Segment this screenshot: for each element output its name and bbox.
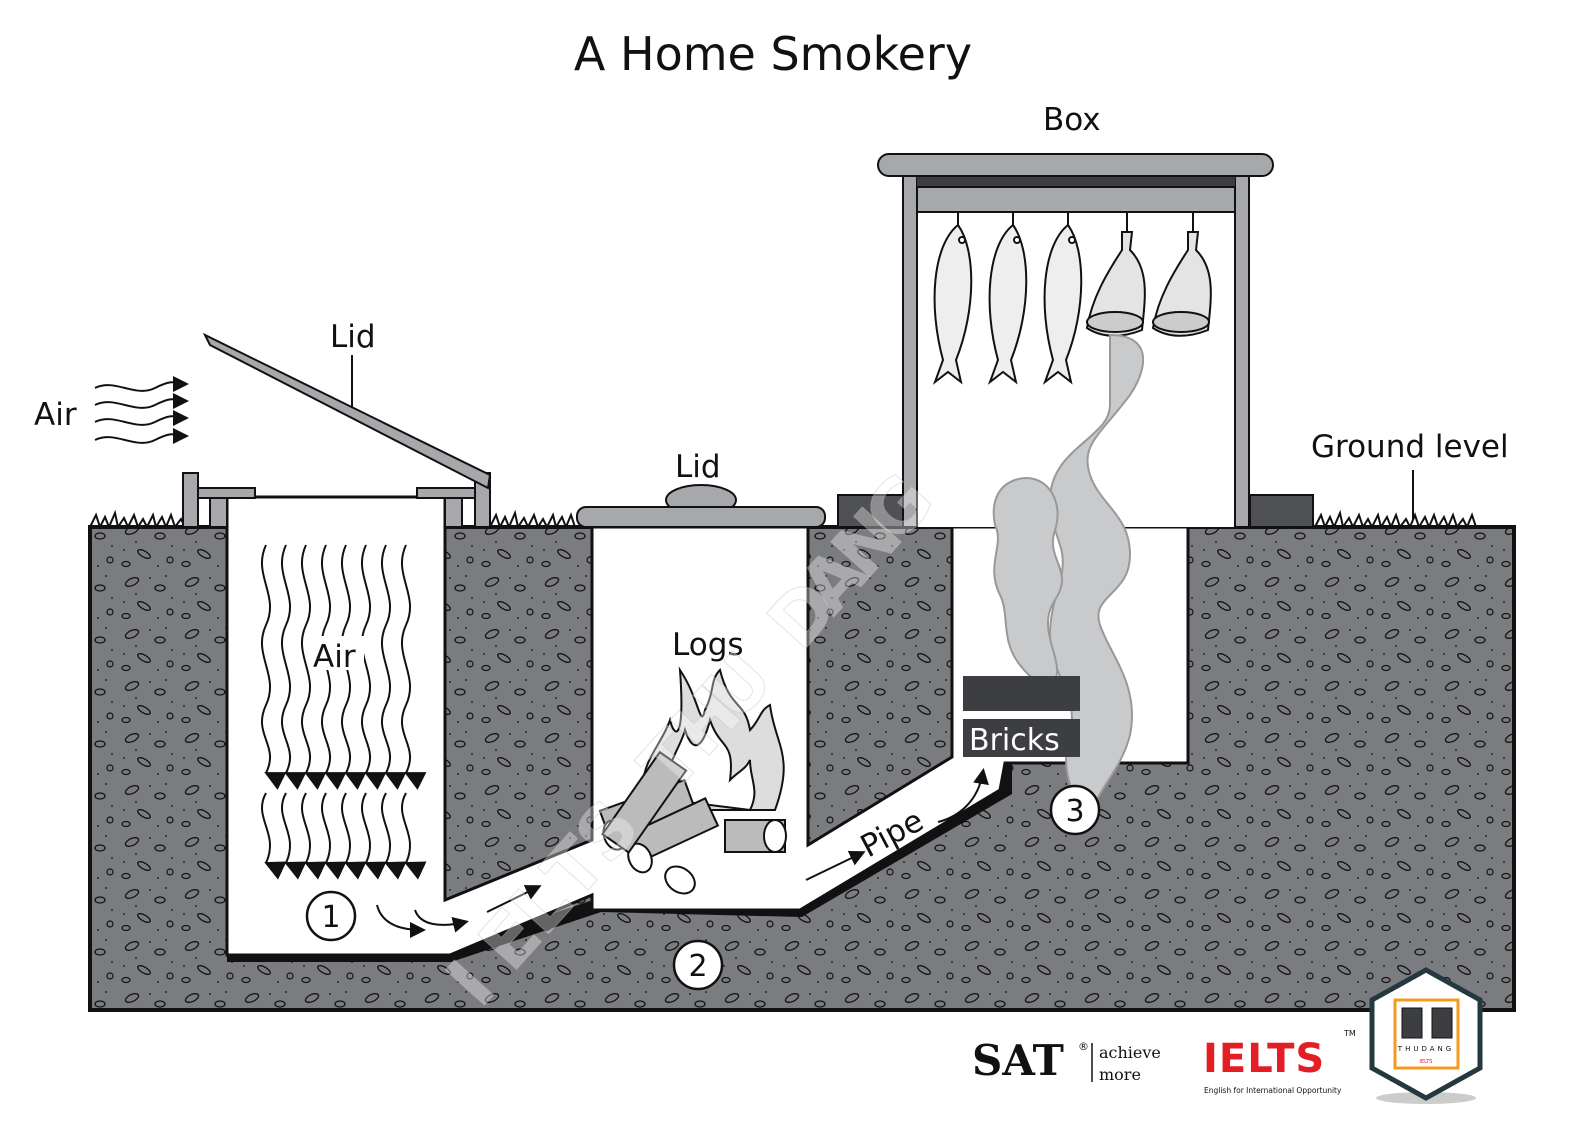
step-2: 2 — [672, 939, 724, 991]
chamber-air-waves — [260, 545, 410, 880]
sat-tagline-2: more — [1099, 1065, 1141, 1084]
ielts-logo: IELTS TM English for International Oppor… — [1203, 1029, 1356, 1095]
fish-icon — [932, 211, 1083, 385]
box-lid — [877, 153, 1274, 177]
bricks-bottom — [963, 719, 1080, 757]
box-post-right — [1234, 171, 1250, 528]
sat-logo: SAT ® achieve more — [972, 1036, 1161, 1085]
flow-arrows — [376, 768, 989, 938]
label-logs: Logs — [672, 627, 744, 663]
logs-lid — [576, 506, 826, 528]
box-side-block-right — [1249, 494, 1314, 528]
book-icon — [1401, 1007, 1453, 1039]
label-ground-level: Ground level — [1311, 429, 1509, 465]
step-3: 3 — [1049, 784, 1101, 836]
sat-wordmark: SAT — [972, 1036, 1064, 1085]
thudang-logo: THUDANG IELTS — [1369, 967, 1483, 1104]
log — [724, 819, 787, 853]
outside-air-arrows — [94, 375, 189, 444]
label-air-chamber: Air — [313, 639, 356, 675]
sat-registered-mark: ® — [1078, 1040, 1089, 1053]
svg-text:1: 1 — [321, 900, 340, 935]
left-lid — [202, 332, 492, 490]
label-air-outside: Air — [34, 397, 77, 433]
label-lid-left: Lid — [330, 319, 376, 355]
sat-tagline-1: achieve — [1099, 1043, 1161, 1062]
grass — [89, 509, 1477, 530]
svg-text:2: 2 — [688, 949, 707, 984]
ielts-wordmark: IELTS — [1203, 1036, 1325, 1082]
bricks-top — [963, 676, 1080, 711]
ham-icon — [1085, 211, 1212, 337]
title: A Home Smokery — [574, 27, 972, 81]
label-lid-logs: Lid — [675, 449, 721, 485]
thudang-wordmark: THUDANG — [1397, 1045, 1454, 1053]
label-bricks: Bricks — [969, 723, 1060, 758]
box-crossbar — [917, 176, 1235, 187]
fire-icon — [598, 666, 787, 895]
log — [622, 797, 720, 874]
ielts-tagline: English for International Opportunity — [1204, 1086, 1342, 1095]
log — [601, 750, 696, 895]
step-1: 1 — [305, 890, 357, 942]
box-rail — [916, 186, 1236, 213]
svg-text:3: 3 — [1065, 794, 1084, 829]
ielts-tm: TM — [1343, 1029, 1356, 1038]
box-side-block-left — [837, 494, 904, 528]
thudang-sub: IELTS — [1420, 1059, 1433, 1065]
label-box: Box — [1043, 102, 1101, 138]
